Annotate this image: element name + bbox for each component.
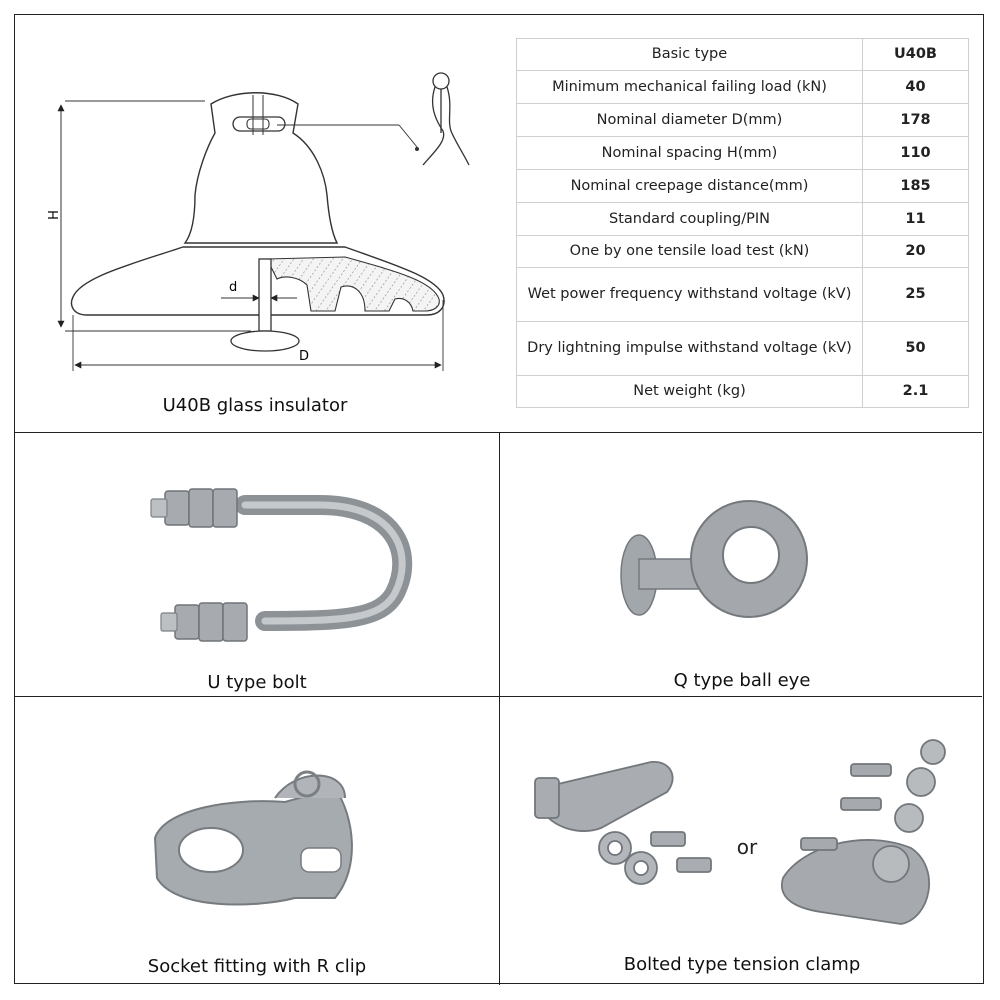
spec-value: 110 [862, 136, 969, 170]
spec-value: U40B [862, 38, 969, 71]
spec-label: Net weight (kg) [516, 375, 863, 408]
spec-row: One by one tensile load test (kN)20 [516, 235, 969, 268]
spec-row: Dry lightning impulse withstand voltage … [516, 321, 969, 376]
r-clip-detail [422, 72, 470, 166]
insulator-cap [183, 92, 339, 244]
spec-label: Dry lightning impulse withstand voltage … [516, 321, 863, 376]
or-joiner: or [737, 835, 758, 859]
spec-row: Nominal creepage distance(mm)185 [516, 169, 969, 203]
spec-label: Minimum mechanical failing load (kN) [516, 70, 863, 104]
product-q-ball-eye: Q type ball eye [501, 433, 983, 696]
spec-row: Net weight (kg)2.1 [516, 375, 969, 408]
spec-value: 178 [862, 103, 969, 137]
label-d-big: D [299, 349, 309, 364]
label-h: H [47, 210, 62, 220]
divider-horizontal [15, 696, 982, 697]
insulator-pin-ball [230, 330, 300, 352]
socket-fitting-image [153, 770, 353, 906]
spec-label: One by one tensile load test (kN) [516, 235, 863, 268]
ball-eye-image [620, 500, 808, 618]
spec-value: 20 [862, 235, 969, 268]
product-socket-fitting: Socket fitting with R clip [15, 698, 499, 985]
label-d-small: d [229, 280, 237, 295]
spec-row: Wet power frequency withstand voltage (k… [516, 267, 969, 322]
spec-label: Nominal spacing H(mm) [516, 136, 863, 170]
spec-row: Nominal spacing H(mm)110 [516, 136, 969, 170]
spec-label: Standard coupling/PIN [516, 202, 863, 236]
u-bolt-image [150, 488, 413, 642]
spec-value: 25 [862, 267, 969, 322]
spec-row: Nominal diameter D(mm)178 [516, 103, 969, 137]
caption-tension-clamp: Bolted type tension clamp [623, 954, 861, 975]
spec-label: Wet power frequency withstand voltage (k… [516, 267, 863, 322]
spec-row: Minimum mechanical failing load (kN)40 [516, 70, 969, 104]
spec-label: Nominal diameter D(mm) [516, 103, 863, 137]
spec-label: Basic type [516, 38, 863, 71]
spec-value: 11 [862, 202, 969, 236]
spec-value: 40 [862, 70, 969, 104]
caption-u-bolt: U type bolt [207, 672, 307, 693]
spec-value: 185 [862, 169, 969, 203]
tension-clamp-left [534, 761, 712, 885]
tension-clamp-image: or [534, 739, 946, 925]
divider-vertical [499, 432, 500, 985]
spec-value: 2.1 [862, 375, 969, 408]
spec-value: 50 [862, 321, 969, 376]
product-u-bolt: U type bolt [15, 433, 499, 696]
diagram-caption: U40B glass insulator [162, 395, 348, 416]
caption-socket-fitting: Socket fitting with R clip [147, 956, 367, 977]
product-tension-clamp: or Bolted type tension clamp [501, 698, 983, 985]
caption-q-ball-eye: Q type ball eye [673, 670, 811, 691]
insulator-diagram: H d D [47, 72, 470, 371]
tension-clamp-right [780, 739, 946, 925]
spec-label: Nominal creepage distance(mm) [516, 169, 863, 203]
